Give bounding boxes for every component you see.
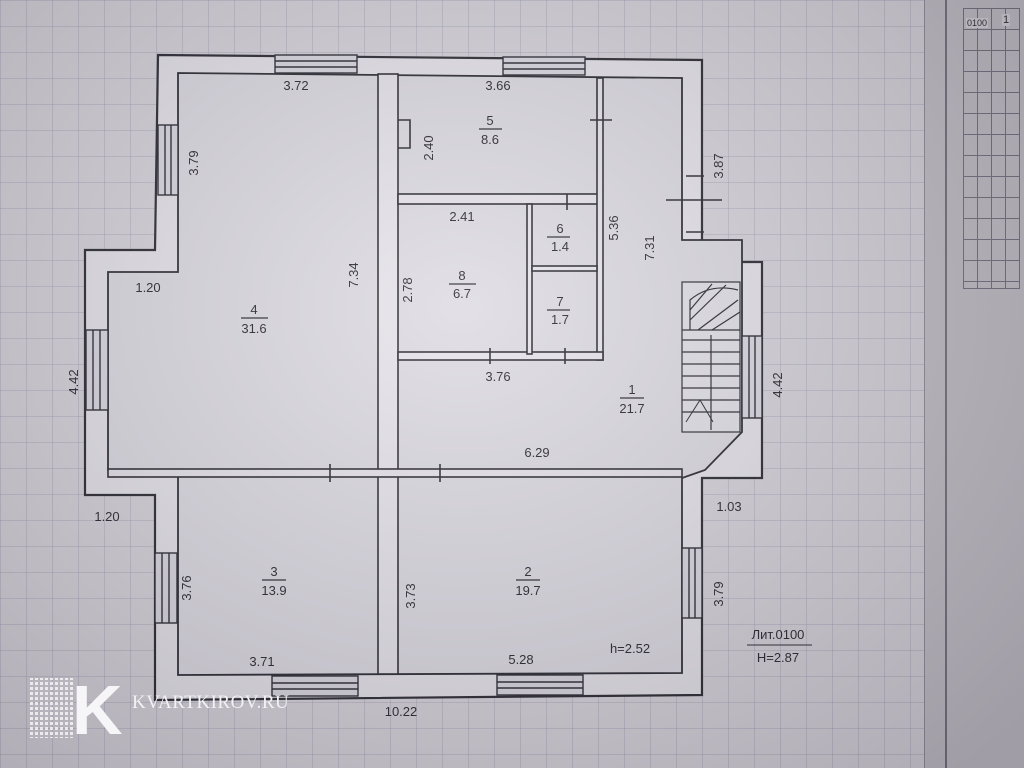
dim-right-mid-height: 4.42 — [770, 372, 785, 397]
window-left-lower — [154, 552, 178, 624]
dim-room5-height: 2.40 — [421, 135, 436, 160]
dim-room3-height: 3.76 — [179, 575, 194, 600]
room-fraction-lines — [241, 128, 644, 581]
room-1-area: 21.7 — [619, 401, 644, 416]
windows — [85, 54, 763, 697]
window-right-lower — [681, 547, 703, 619]
dim-room2-height-right: 3.79 — [711, 581, 726, 606]
dim-room4-height: 7.34 — [346, 262, 361, 287]
outer-walls — [83, 53, 764, 702]
room-3-number: 3 — [270, 564, 277, 579]
dim-room8-bottom-width: 3.76 — [485, 369, 510, 384]
dim-room3-width: 3.71 — [249, 654, 274, 669]
dim-top-right-width: 3.66 — [485, 78, 510, 93]
room-4-area: 31.6 — [241, 321, 266, 336]
room-8-number: 8 — [458, 268, 465, 283]
window-bottom-left — [271, 675, 359, 697]
ceiling-height: h=2.52 — [610, 641, 650, 656]
door-marks — [329, 119, 722, 482]
room-1-number: 1 — [628, 382, 635, 397]
wall-closets-left — [526, 203, 533, 355]
room-2-area: 19.7 — [515, 583, 540, 598]
dim-room8-height: 2.78 — [400, 277, 415, 302]
dim-left-notch: 1.20 — [135, 280, 160, 295]
binding-line — [945, 0, 947, 768]
dim-room2-width: 5.28 — [508, 652, 533, 667]
dim-room1-width: 6.29 — [524, 445, 549, 460]
room-5-area: 8.6 — [481, 132, 499, 147]
window-right-mid — [741, 335, 763, 419]
title-block-id: 0100 — [966, 18, 989, 28]
interior-walls — [107, 73, 683, 675]
room-7-number: 7 — [556, 294, 563, 309]
window-bottom-right — [496, 674, 584, 696]
room-5-number: 5 — [486, 113, 493, 128]
dim-room2-height-left: 3.73 — [403, 583, 418, 608]
dim-left-lower-notch: 1.20 — [94, 509, 119, 524]
staircase — [681, 281, 741, 433]
dim-left-upper-height: 3.79 — [186, 150, 201, 175]
room-3-area: 13.9 — [261, 583, 286, 598]
room-6-number: 6 — [556, 221, 563, 236]
wall-central-vertical — [377, 73, 399, 675]
dim-right-total-height: 7.31 — [642, 235, 657, 260]
dim-total-width: 10.22 — [385, 704, 418, 719]
dim-left-mid-height: 4.42 — [66, 369, 81, 394]
room-4-number: 4 — [250, 302, 257, 317]
watermark-logo: K — [30, 672, 123, 738]
window-left-upper — [157, 124, 179, 196]
dim-top-left-width: 3.72 — [283, 78, 308, 93]
window-top-right — [502, 56, 586, 76]
title-block-sheet: 1 — [1002, 14, 1011, 26]
building-height: H=2.87 — [757, 650, 799, 665]
wall-central-horizontal — [107, 468, 683, 478]
dim-corridor-height: 5.36 — [606, 215, 621, 240]
window-top-left — [274, 54, 358, 74]
window-left-mid — [85, 329, 109, 411]
title-block-grid — [963, 8, 1020, 289]
wall-closets-mid — [531, 265, 598, 272]
liter-stamp: Лит.0100 H=2.87 — [747, 627, 812, 665]
liter-label: Лит.0100 — [752, 627, 805, 642]
room-6-area: 1.4 — [551, 239, 569, 254]
wall-room5-bottom — [397, 193, 601, 205]
dim-right-upper-height: 3.87 — [711, 153, 726, 178]
room-2-number: 2 — [524, 564, 531, 579]
dim-room8-width: 2.41 — [449, 209, 474, 224]
watermark-text: KVARTKIROV.RU — [132, 692, 290, 713]
wall-room8-bottom — [397, 351, 604, 361]
dim-right-notch: 1.03 — [716, 499, 741, 514]
watermark-logo-letter: K — [72, 672, 123, 738]
room-7-area: 1.7 — [551, 312, 569, 327]
room-8-area: 6.7 — [453, 286, 471, 301]
